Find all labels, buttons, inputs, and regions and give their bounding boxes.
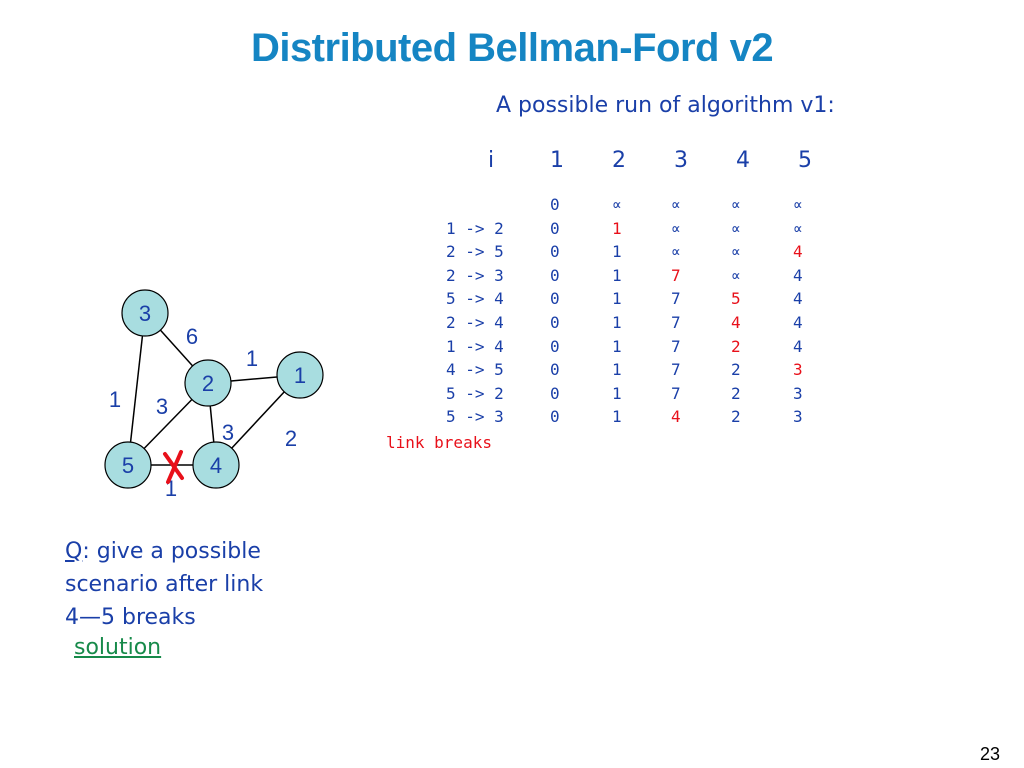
table-cell: 5 — [731, 289, 741, 309]
table-cell: ∝ — [793, 195, 803, 214]
question-line-1: : give a possible — [82, 539, 261, 564]
table-cell: 7 — [671, 265, 681, 285]
table-cell: 2 — [731, 360, 741, 380]
weight-2-1: 1 — [246, 346, 258, 371]
question-line-3: 4—5 breaks — [65, 605, 196, 630]
table-row-edge: 1 -> 2 — [446, 218, 504, 238]
table-cell: 2 — [731, 383, 741, 403]
node-2 — [184, 359, 232, 407]
table-cell: 7 — [671, 383, 681, 403]
table-row-edge: 5 -> 3 — [446, 407, 504, 427]
table-cell: 1 — [612, 407, 622, 427]
table-cell: 7 — [671, 313, 681, 332]
weight-2-5: 3 — [156, 394, 168, 419]
node-label-5: 5 — [122, 453, 134, 478]
table-row-edge: 4 -> 5 — [446, 360, 504, 380]
table-cell: 0 — [550, 336, 560, 356]
table-cell: ∝ — [731, 265, 741, 285]
node-label-3: 3 — [139, 301, 151, 326]
table-row-edge: 5 -> 2 — [446, 383, 504, 403]
weight-2-4: 3 — [222, 420, 234, 445]
table-cell: 0 — [550, 289, 560, 309]
table-cell: 0 — [550, 383, 560, 403]
table-header-i: i — [488, 148, 495, 173]
table-cell: 4 — [671, 407, 681, 427]
table-cell: 3 — [793, 383, 803, 403]
table-cell: ∝ — [793, 218, 803, 238]
table-cell: 4 — [793, 336, 803, 356]
question-line-2: scenario after link — [65, 572, 264, 597]
table-cell: 3 — [793, 407, 803, 427]
weight-3-2: 6 — [186, 324, 198, 349]
table-cell: 0 — [550, 407, 560, 427]
slide-title: Distributed Bellman-Ford v2 — [250, 26, 774, 70]
table-row-edge: 2 -> 4 — [446, 313, 504, 332]
question-text: Q: give a possible scenario after link 4… — [65, 535, 263, 634]
table-cell: 0 — [550, 265, 560, 285]
table-cell: 1 — [612, 242, 622, 262]
link-breaks-label: link breaks — [386, 433, 492, 452]
question-label: Q — [65, 539, 83, 564]
table-cell: 1 — [612, 218, 622, 238]
table-cell: ∝ — [671, 218, 681, 238]
table-cell: 4 — [793, 242, 803, 262]
table-cell: ∝ — [612, 195, 622, 214]
table-cell: 0 — [550, 360, 560, 380]
table-cell: 3 — [793, 360, 803, 380]
table-cell: 1 — [612, 360, 622, 380]
table-cell: 2 — [731, 336, 741, 356]
table-row-edge: 2 -> 5 — [446, 242, 504, 262]
table-cell: 0 — [550, 195, 560, 214]
table-cell: ∝ — [671, 242, 681, 262]
broken-link-mark — [163, 450, 184, 484]
table-cell: ∝ — [671, 195, 681, 214]
table-cell: 1 — [612, 383, 622, 403]
table-cell: ∝ — [731, 218, 741, 238]
table-cell: 0 — [550, 313, 560, 332]
table-header-node-1: 1 — [550, 148, 564, 173]
table-cell: 0 — [550, 218, 560, 238]
table-cell: 1 — [612, 313, 622, 332]
table-cell: 7 — [671, 289, 681, 309]
table-caption: A possible run of algorithm v1: — [496, 93, 835, 118]
table-cell: 7 — [671, 360, 681, 380]
table-cell: 1 — [612, 289, 622, 309]
table-cell: 4 — [793, 289, 803, 309]
node-1 — [276, 351, 324, 399]
node-3 — [121, 289, 169, 337]
table-cell: 4 — [731, 313, 741, 332]
page-number: 23 — [979, 744, 1000, 764]
weight-1-4: 2 — [285, 426, 297, 451]
edge-3-5 — [127, 312, 146, 466]
node-label-4: 4 — [210, 453, 222, 478]
node-label-1: 1 — [294, 363, 306, 388]
node-5 — [104, 441, 152, 489]
solution-link[interactable]: solution — [74, 635, 162, 660]
table-cell: 4 — [793, 265, 803, 285]
table-header-node-4: 4 — [736, 148, 750, 173]
node-4 — [192, 441, 240, 489]
table-cell: 7 — [671, 336, 681, 356]
weight-3-5: 1 — [109, 387, 121, 412]
table-cell: ∝ — [731, 242, 741, 262]
table-header-node-5: 5 — [798, 148, 812, 173]
table-row-edge: 5 -> 4 — [446, 289, 504, 309]
table-cell: ∝ — [731, 195, 741, 214]
table-cell: 0 — [550, 242, 560, 262]
table-row-edge: 1 -> 4 — [446, 336, 504, 356]
table-header-node-3: 3 — [674, 148, 688, 173]
table-cell: 4 — [793, 313, 803, 332]
table-cell: 1 — [612, 265, 622, 285]
table-cell: 1 — [612, 336, 622, 356]
node-label-2: 2 — [202, 371, 214, 396]
table-row-edge: 2 -> 3 — [446, 265, 504, 285]
table-header-node-2: 2 — [612, 148, 626, 173]
table-cell: 2 — [731, 407, 741, 427]
